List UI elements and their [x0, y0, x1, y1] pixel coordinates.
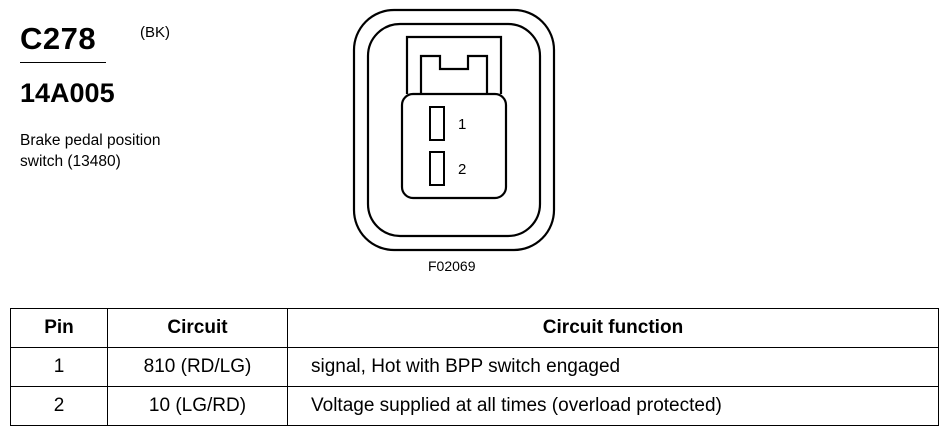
pin-1-terminal — [429, 106, 445, 141]
connector-terminal-block — [400, 92, 508, 200]
table-row: 1 810 (RD/LG) signal, Hot with BPP switc… — [10, 347, 939, 387]
row-circuit: 810 (RD/LG) — [107, 347, 288, 387]
row-pin: 1 — [10, 347, 108, 387]
connector-color: (BK) — [140, 24, 170, 41]
connector-inner-shell — [366, 22, 542, 238]
table-header-row: Pin Circuit Circuit function — [10, 308, 939, 348]
row-function: signal, Hot with BPP switch engaged — [287, 347, 939, 387]
description-line-1: Brake pedal position — [20, 132, 161, 149]
pin-2-terminal — [429, 151, 445, 186]
row-function: Voltage supplied at all times (overload … — [287, 386, 939, 426]
part-number: 14A005 — [20, 78, 115, 108]
header-pin: Pin — [10, 308, 108, 348]
connector-description: Brake pedal position switch (13480) — [20, 130, 160, 172]
connector-outer-shell — [352, 8, 556, 252]
header-circuit-function: Circuit function — [287, 308, 939, 348]
pin-1-label: 1 — [458, 116, 466, 133]
pin-2-label: 2 — [458, 161, 466, 178]
connector-latch-tab — [419, 54, 489, 94]
row-circuit: 10 (LG/RD) — [107, 386, 288, 426]
pinout-table: Pin Circuit Circuit function 1 810 (RD/L… — [10, 308, 939, 426]
connector-latch — [405, 35, 503, 94]
figure-id: F02069 — [428, 258, 476, 274]
header-circuit: Circuit — [107, 308, 288, 348]
row-pin: 2 — [10, 386, 108, 426]
table-row: 2 10 (LG/RD) Voltage supplied at all tim… — [10, 386, 939, 426]
connector-face-diagram: 1 2 — [352, 8, 556, 252]
title-underline — [20, 62, 106, 63]
connector-id: C278 — [20, 21, 97, 56]
description-line-2: switch (13480) — [20, 153, 121, 170]
